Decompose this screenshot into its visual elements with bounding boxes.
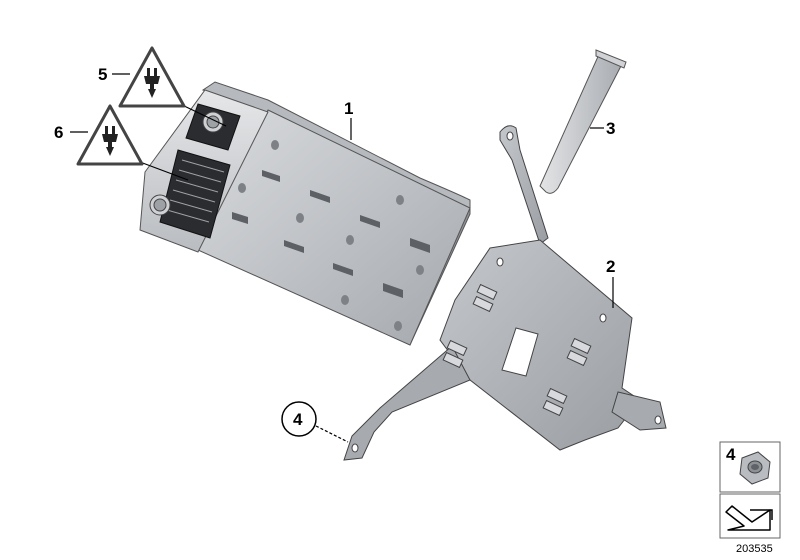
callout-number: 3 xyxy=(606,119,615,138)
callout-number: 6 xyxy=(54,123,63,142)
arrow-icon xyxy=(725,505,773,531)
callout-number: 1 xyxy=(344,99,353,118)
legend-nut-label: 4 xyxy=(726,445,736,464)
callout-3: 3 xyxy=(590,119,615,138)
callout-6: 6 xyxy=(54,123,189,181)
mounting-bracket xyxy=(343,125,667,461)
guide-pin xyxy=(539,49,627,194)
control-unit xyxy=(139,81,471,346)
hex-nut-icon xyxy=(739,451,771,485)
callout-number: 2 xyxy=(606,257,615,276)
plug-warning-icon xyxy=(76,104,144,166)
callout-number: 4 xyxy=(293,410,303,429)
callout-1: 1 xyxy=(344,99,353,140)
callout-number: 5 xyxy=(98,65,107,84)
callout-5: 5 xyxy=(98,65,227,127)
callout-2: 2 xyxy=(606,257,615,308)
plug-warning-icon xyxy=(118,46,186,108)
callout-4: 4 xyxy=(281,401,349,443)
image-number: 203535 xyxy=(736,543,773,555)
parts-legend: 4 203535 xyxy=(719,441,781,555)
